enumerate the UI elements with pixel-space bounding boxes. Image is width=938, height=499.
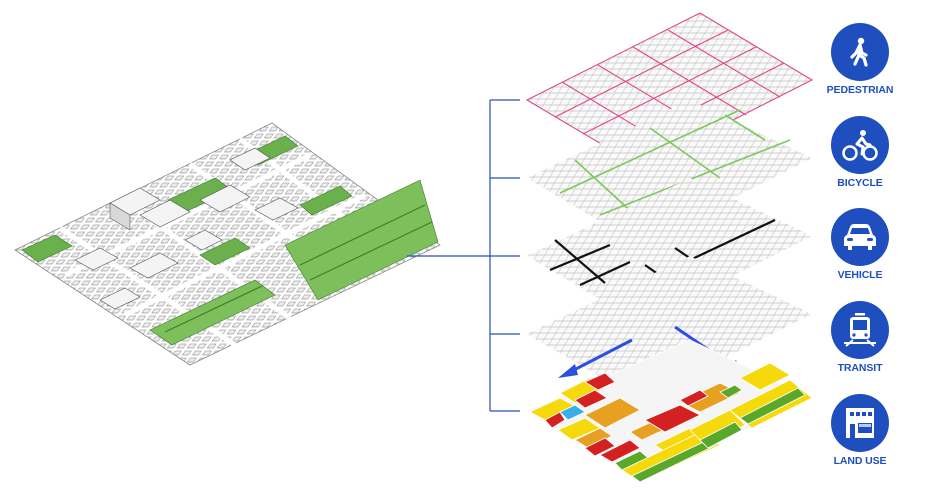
bicycle-icon	[831, 116, 889, 174]
legend-label: TRANSIT	[837, 362, 883, 374]
legend-label: LAND USE	[833, 455, 887, 467]
layer-bicycle	[527, 100, 812, 245]
legend-label: BICYCLE	[837, 177, 883, 189]
connector-lines	[407, 99, 520, 412]
legend-item-vehicle: VEHICLE	[815, 208, 905, 281]
layer-land-use	[526, 339, 813, 483]
legend-item-transit: TRANSIT	[815, 301, 905, 374]
main-map	[14, 122, 441, 366]
car-icon	[831, 208, 889, 266]
buildings	[74, 147, 299, 310]
legend-item-pedestrian: PEDESTRIAN	[815, 23, 905, 96]
legend-item-bicycle: BICYCLE	[815, 116, 905, 189]
train-icon	[831, 301, 889, 359]
pedestrian-icon	[831, 23, 889, 81]
legend-label: PEDESTRIAN	[826, 84, 894, 96]
legend-item-land-use: LAND USE	[815, 394, 905, 467]
building-icon	[831, 394, 889, 452]
legend-label: VEHICLE	[837, 269, 883, 281]
